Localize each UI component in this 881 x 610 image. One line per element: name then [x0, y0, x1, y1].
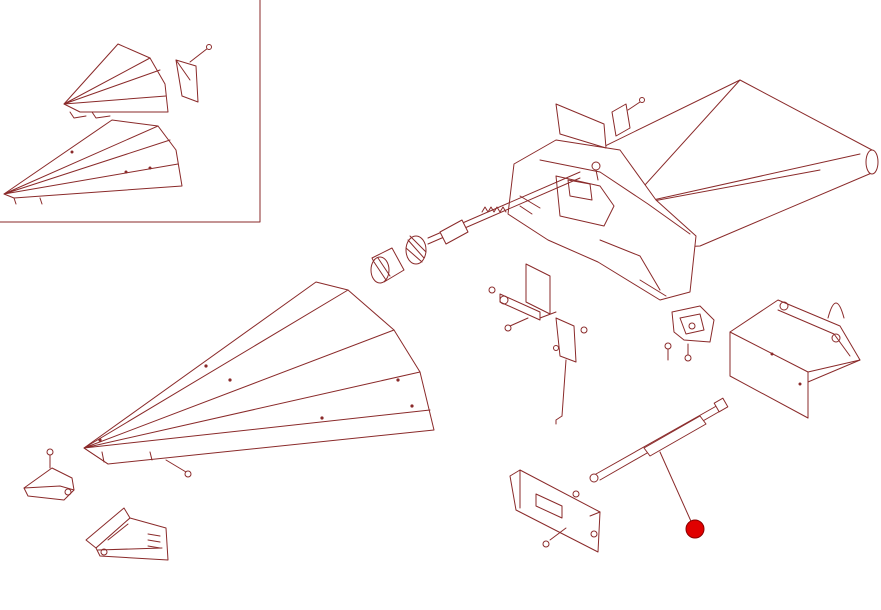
drive-shaft-assembly: [370, 171, 581, 284]
side-housing-box: [729, 299, 861, 419]
front-cone-shield: [83, 281, 435, 478]
mount-foot: [23, 448, 75, 501]
gas-spring-strut: [589, 397, 729, 529]
box-handle: [827, 302, 845, 319]
housing-block: [507, 139, 697, 301]
gear-roller: [405, 235, 427, 265]
shaft-sleeve: [439, 219, 469, 245]
inset-detail: [0, 0, 261, 223]
inset-frame: [0, 0, 261, 223]
shaft-spring: [481, 206, 507, 213]
inset-lower-shield: [3, 119, 183, 205]
corner-bracket: [85, 507, 169, 561]
linkage-rod: [561, 359, 567, 417]
inset-upper-shield: [63, 43, 212, 119]
cylinder-roller: [370, 247, 405, 284]
mounting-plate: [509, 469, 601, 553]
rear-housing-assembly: [507, 79, 879, 301]
callout-leader: [659, 451, 695, 529]
small-mount-bracket: [664, 305, 715, 362]
linkage-assembly: [488, 263, 588, 425]
callout-marker: [685, 519, 705, 539]
